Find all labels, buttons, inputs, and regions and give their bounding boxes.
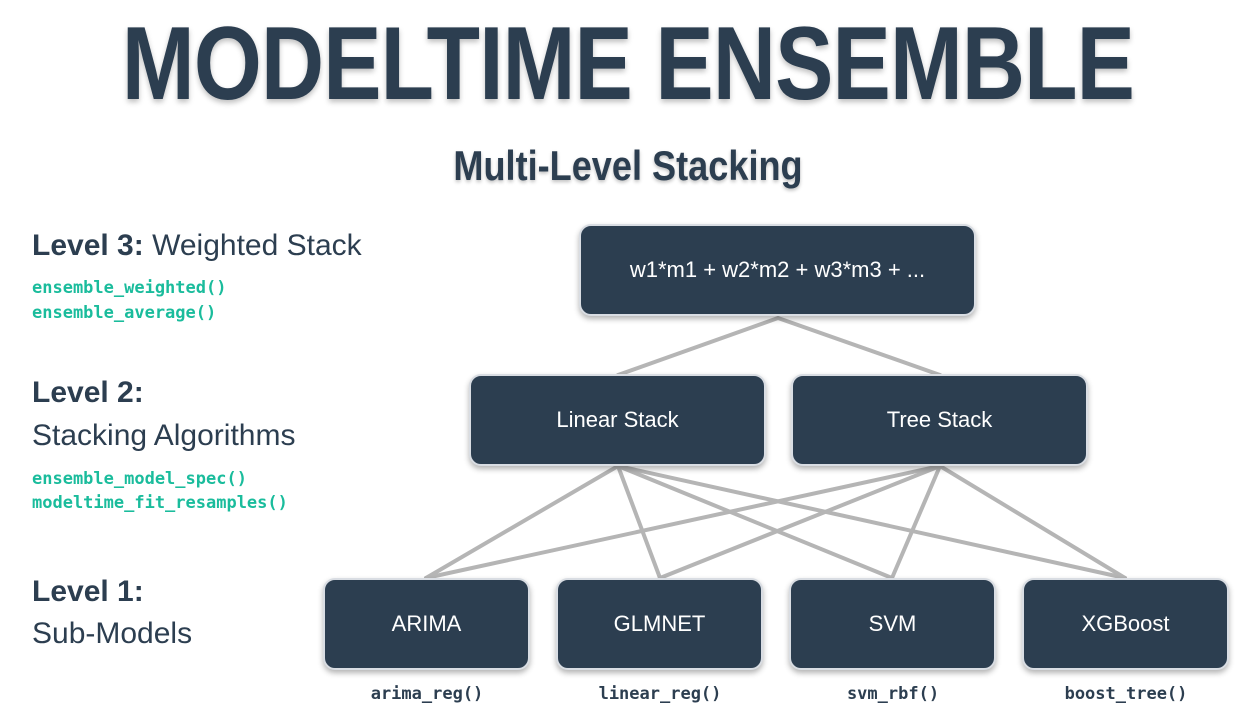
edge-tree-glmnet xyxy=(658,464,942,580)
arima-node: ARIMA xyxy=(323,578,530,670)
level-2-label: Level 2: xyxy=(32,376,144,409)
tree-stack-node: Tree Stack xyxy=(791,374,1088,466)
edge-linear-arima xyxy=(424,464,620,580)
level-2-function: modeltime_fit_resamples() xyxy=(32,493,288,513)
level-1-label: Level 1: xyxy=(32,575,144,608)
level-3-function: ensemble_average() xyxy=(32,303,217,323)
arima-function: arima_reg() xyxy=(370,684,484,704)
glmnet-function: linear_reg() xyxy=(598,684,722,704)
level-3-heading: Level 3: Weighted Stack xyxy=(32,226,362,266)
edge-top-linear xyxy=(616,316,780,377)
level-3-description: Weighted Stack xyxy=(152,229,362,262)
linear-stack-node: Linear Stack xyxy=(469,374,766,466)
xgboost-function: boost_tree() xyxy=(1064,684,1188,704)
svm-function: svm_rbf() xyxy=(846,684,940,704)
level-3-label: Level 3: xyxy=(32,229,144,262)
edge-top-tree xyxy=(776,316,942,377)
edge-tree-xgboost xyxy=(938,464,1127,580)
svm-node: SVM xyxy=(789,578,996,670)
level-2-function: ensemble_model_spec() xyxy=(32,469,247,489)
page-subtitle: Multi-Level Stacking xyxy=(453,142,803,189)
weighted-stack-node: w1*m1 + w2*m2 + w3*m3 + ... xyxy=(579,224,976,316)
edge-linear-svm xyxy=(616,464,894,580)
page-title: MODELTIME ENSEMBLE xyxy=(121,6,1135,122)
level-2-description: Stacking Algorithms xyxy=(32,419,296,452)
glmnet-node: GLMNET xyxy=(556,578,763,670)
xgboost-node: XGBoost xyxy=(1022,578,1229,670)
level-3-function: ensemble_weighted() xyxy=(32,278,227,298)
level-1-description: Sub-Models xyxy=(32,617,193,650)
edge-linear-glmnet xyxy=(616,464,662,580)
edge-tree-arima xyxy=(424,464,942,580)
edge-tree-svm xyxy=(890,464,942,580)
edge-linear-xgboost xyxy=(616,464,1127,580)
